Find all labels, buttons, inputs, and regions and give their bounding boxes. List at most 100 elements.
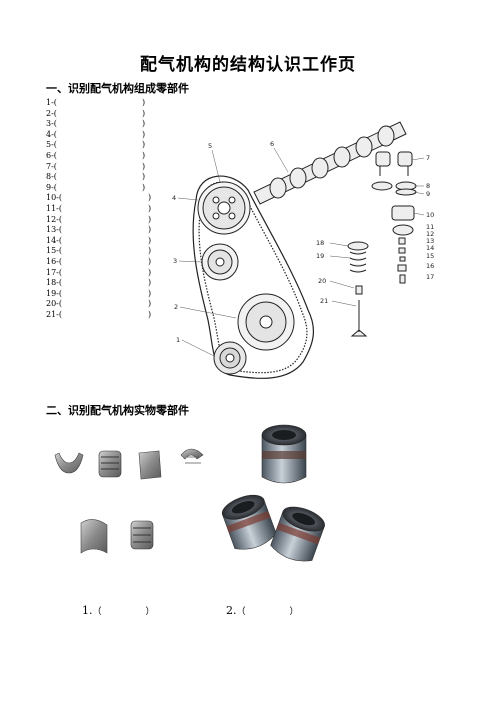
parts-list-number: 19-( [46, 288, 63, 298]
svg-text:5: 5 [208, 142, 212, 150]
svg-text:20: 20 [318, 277, 326, 285]
parts-list-row[interactable]: 3-() [46, 119, 145, 130]
parts-list-close-paren: ) [142, 161, 146, 171]
parts-list-row[interactable]: 15-() [46, 246, 151, 257]
section-2-heading: 二、识别配气机构实物零部件 [46, 404, 189, 417]
valve-train-exploded-diagram: 1 2 3 4 5 6 7 8 9 10 11 12 13 14 15 16 1… [172, 121, 434, 379]
parts-list-number: 6-( [46, 150, 57, 160]
parts-list-row[interactable]: 6-() [46, 150, 145, 162]
parts-list-close-paren: ) [148, 267, 152, 277]
parts-list-row[interactable]: 16-() [46, 256, 151, 268]
parts-list-number: 16-( [46, 256, 63, 266]
parts-list-number: 2-( [46, 108, 57, 118]
parts-list-number: 17-( [46, 267, 63, 277]
parts-list-number: 20-( [46, 299, 63, 309]
valve-parts-exploded [347, 205, 415, 337]
parts-list-close-paren: ) [148, 256, 152, 266]
leader-lines [177, 147, 425, 357]
svg-text:10: 10 [426, 211, 434, 219]
parts-list-close-paren: ) [148, 299, 152, 309]
svg-text:6: 6 [270, 140, 274, 148]
parts-list-close-paren: ) [142, 172, 146, 182]
parts-list-row[interactable]: 5-() [46, 140, 145, 151]
answer-2[interactable]: 2.（ ） [226, 604, 299, 617]
svg-text:16: 16 [426, 262, 434, 270]
parts-list-row[interactable]: 4-() [46, 129, 145, 141]
parts-list-close-paren: ) [142, 182, 146, 192]
answer-2-number: 2. [226, 604, 237, 617]
parts-list-row[interactable]: 18-() [46, 278, 151, 289]
answer-2-close-paren: ） [289, 607, 299, 617]
parts-list-close-paren: ) [148, 278, 152, 288]
parts-list-row[interactable]: 21-() [46, 309, 151, 321]
parts-list: 1-()2-()3-()4-()5-()6-()7-()8-()9-()10-(… [46, 98, 151, 321]
parts-list-close-paren: ) [142, 108, 146, 118]
parts-list-number: 11-( [46, 203, 63, 213]
parts-list-number: 12-( [46, 214, 63, 224]
valve-keepers-photo [47, 433, 213, 575]
crankshaft-sprocket [213, 341, 247, 375]
parts-list-close-paren: ) [142, 119, 146, 129]
parts-list-row[interactable]: 7-() [46, 161, 145, 173]
parts-list-number: 18-( [46, 278, 63, 288]
parts-list-close-paren: ) [148, 235, 152, 245]
parts-list-close-paren: ) [148, 214, 152, 224]
svg-text:19: 19 [316, 252, 324, 260]
parts-list-row[interactable]: 2-() [46, 108, 145, 120]
parts-list-row[interactable]: 20-() [46, 299, 151, 310]
parts-list-number: 9-( [46, 182, 57, 192]
parts-list-close-paren: ) [142, 150, 146, 160]
parts-list-close-paren: ) [142, 129, 146, 139]
camshaft [253, 121, 407, 205]
answer-1[interactable]: 1.（ ） [82, 604, 155, 617]
parts-list-number: 3-( [46, 119, 57, 129]
svg-text:21: 21 [320, 297, 328, 305]
parts-list-row[interactable]: 12-() [46, 214, 151, 226]
svg-text:12: 12 [426, 230, 434, 238]
parts-list-number: 13-( [46, 225, 63, 235]
svg-text:4: 4 [172, 194, 176, 202]
diagram-labels: 1 2 3 4 5 6 7 8 9 10 11 12 13 14 15 16 1… [172, 140, 434, 344]
parts-list-row[interactable]: 14-() [46, 235, 151, 247]
svg-text:11: 11 [426, 223, 434, 231]
parts-list-row[interactable]: 13-() [46, 225, 151, 236]
section-1-heading: 一、识别配气机构组成零部件 [46, 82, 189, 95]
answer-2-open-paren: （ [236, 607, 246, 617]
parts-list-number: 14-( [46, 235, 63, 245]
parts-list-close-paren: ) [148, 288, 152, 298]
svg-text:14: 14 [426, 244, 434, 252]
answer-1-close-paren: ） [145, 607, 155, 617]
parts-list-row[interactable]: 8-() [46, 172, 145, 183]
parts-list-row[interactable]: 1-() [46, 98, 145, 109]
parts-list-number: 15-( [46, 246, 63, 256]
camshaft-sprocket [197, 181, 251, 235]
svg-text:17: 17 [426, 273, 434, 281]
parts-list-row[interactable]: 19-() [46, 288, 151, 300]
answer-1-number: 1. [82, 604, 93, 617]
parts-list-number: 7-( [46, 161, 57, 171]
intermediate-sprocket [237, 293, 295, 351]
valve-stem-seals-photo [210, 413, 345, 576]
parts-list-row[interactable]: 10-() [46, 193, 151, 204]
parts-list-row[interactable]: 17-() [46, 267, 151, 279]
parts-list-row[interactable]: 9-() [46, 182, 145, 194]
parts-list-close-paren: ) [148, 193, 152, 203]
answer-1-open-paren: （ [92, 607, 102, 617]
parts-list-number: 21-( [46, 309, 63, 319]
svg-text:13: 13 [426, 237, 434, 245]
timing-belt [192, 175, 315, 379]
parts-list-number: 5-( [46, 140, 57, 150]
parts-list-close-paren: ) [148, 225, 152, 235]
svg-text:3: 3 [173, 257, 177, 265]
parts-list-number: 4-( [46, 129, 57, 139]
svg-text:7: 7 [426, 154, 430, 162]
parts-list-number: 1-( [46, 98, 57, 107]
svg-text:18: 18 [316, 239, 324, 247]
svg-text:2: 2 [174, 303, 178, 311]
page-title: 配气机构的结构认识工作页 [140, 55, 356, 75]
valve-assembly-top [371, 151, 417, 196]
svg-text:8: 8 [426, 182, 430, 190]
parts-list-row[interactable]: 11-() [46, 203, 151, 215]
svg-text:9: 9 [426, 190, 430, 198]
tensioner-pulley [201, 243, 239, 281]
